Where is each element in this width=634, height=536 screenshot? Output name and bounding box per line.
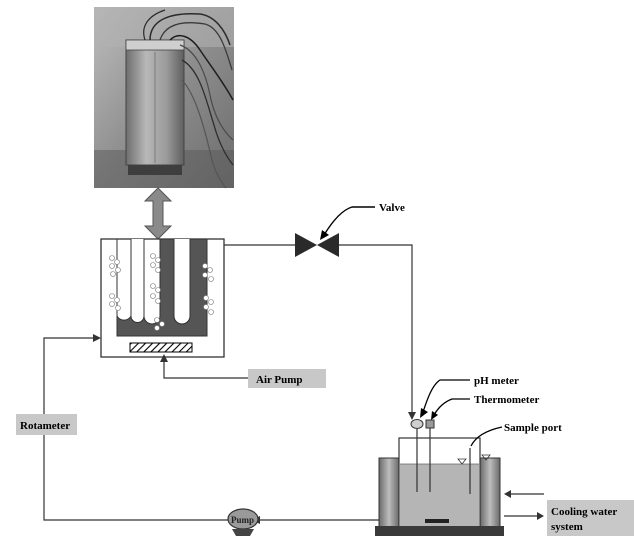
- cooling-water-label-1: Cooling water: [551, 506, 617, 518]
- valve-label: Valve: [379, 202, 405, 214]
- double-arrow-icon: [145, 188, 171, 239]
- valve-pointer: [320, 207, 375, 240]
- return-line: [44, 334, 386, 524]
- reaction-tank: [375, 438, 504, 536]
- cooling-water-lines: [504, 490, 544, 520]
- ph-meter-label: pH meter: [474, 375, 519, 387]
- air-pump-label: Air Pump: [256, 374, 303, 386]
- electrode-stack-photo: [94, 7, 234, 188]
- thermometer-label: Thermometer: [474, 394, 539, 406]
- reactor: [101, 239, 224, 357]
- outlet-line: [224, 245, 416, 420]
- pump-label: Pump: [231, 515, 254, 525]
- cooling-water-label-2: system: [551, 521, 583, 533]
- rotameter-label: Rotameter: [20, 420, 70, 432]
- air-diffuser: [130, 343, 192, 352]
- sample-port-label: Sample port: [504, 422, 562, 434]
- valve-icon: [295, 233, 339, 257]
